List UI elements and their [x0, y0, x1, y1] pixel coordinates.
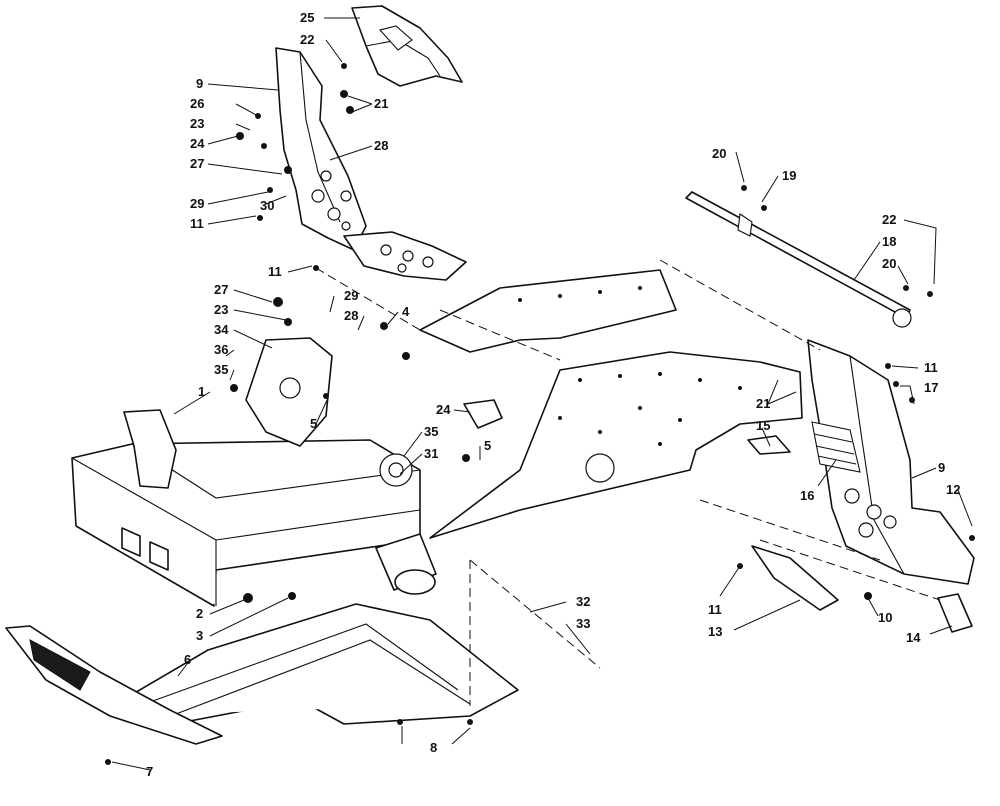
callout-2: 2 — [196, 606, 203, 621]
callout-26: 26 — [190, 96, 204, 111]
callout-1: 1 — [198, 384, 205, 399]
callout-7: 7 — [146, 764, 153, 779]
callout-10: 10 — [878, 610, 892, 625]
callout-13: 13 — [708, 624, 722, 639]
callout-9: 9 — [196, 76, 203, 91]
callout-29: 29 — [190, 196, 204, 211]
callout-33: 33 — [576, 616, 590, 631]
callout-9: 9 — [938, 460, 945, 475]
callout-21: 21 — [756, 396, 770, 411]
callout-19: 19 — [782, 168, 796, 183]
tunnel-side-plate — [429, 351, 803, 539]
callout-36: 36 — [214, 342, 228, 357]
part-1-front-rail — [123, 409, 177, 489]
part-13-lower-bracket — [751, 545, 839, 611]
callout-27: 27 — [190, 156, 204, 171]
callout-34: 34 — [214, 322, 229, 337]
callout-25: 25 — [300, 10, 314, 25]
callout-6: 6 — [184, 652, 191, 667]
leader-lines — [111, 17, 973, 771]
callout-14: 14 — [906, 630, 921, 645]
callout-11: 11 — [268, 264, 282, 279]
part-15-bracket — [747, 435, 791, 455]
callout-11: 11 — [924, 360, 938, 375]
belly-pan-assembly — [5, 603, 519, 765]
callout-32: 32 — [576, 594, 590, 609]
callout-3: 3 — [196, 628, 203, 643]
right-side-assembly — [685, 185, 975, 633]
callout-5: 5 — [310, 416, 317, 431]
tunnel-upper-rail — [419, 269, 677, 353]
callout-28: 28 — [344, 308, 358, 323]
steering-support-assembly — [236, 5, 467, 281]
part-16-grille — [811, 421, 861, 473]
callout-16: 16 — [800, 488, 814, 503]
callout-8: 8 — [430, 740, 437, 755]
callout-35: 35 — [214, 362, 228, 377]
callout-27: 27 — [214, 282, 228, 297]
callout-5: 5 — [484, 438, 491, 453]
callout-11: 11 — [190, 216, 204, 231]
callout-31: 31 — [424, 446, 438, 461]
callout-15: 15 — [756, 418, 770, 433]
part-18-steering-post — [685, 191, 911, 319]
callout-22: 22 — [300, 32, 314, 47]
callout-22: 22 — [882, 212, 896, 227]
callout-23: 23 — [214, 302, 228, 317]
callout-23: 23 — [190, 116, 204, 131]
callout-20: 20 — [712, 146, 726, 161]
chassis-frame — [71, 269, 803, 607]
callout-11: 11 — [708, 602, 722, 617]
callout-4: 4 — [402, 304, 410, 319]
callout-12: 12 — [946, 482, 960, 497]
callout-24: 24 — [190, 136, 205, 151]
callout-24: 24 — [436, 402, 451, 417]
callout-labels: 25 22 9 21 26 23 24 28 27 29 30 11 11 27… — [146, 10, 960, 779]
callout-20: 20 — [882, 256, 896, 271]
callout-30: 30 — [260, 198, 274, 213]
callout-29: 29 — [344, 288, 358, 303]
callout-17: 17 — [924, 380, 938, 395]
callout-28: 28 — [374, 138, 388, 153]
part-14-small-plate — [937, 593, 973, 633]
callout-35: 35 — [424, 424, 438, 439]
callout-21: 21 — [374, 96, 388, 111]
alignment-lines — [315, 259, 941, 706]
callout-18: 18 — [882, 234, 896, 249]
